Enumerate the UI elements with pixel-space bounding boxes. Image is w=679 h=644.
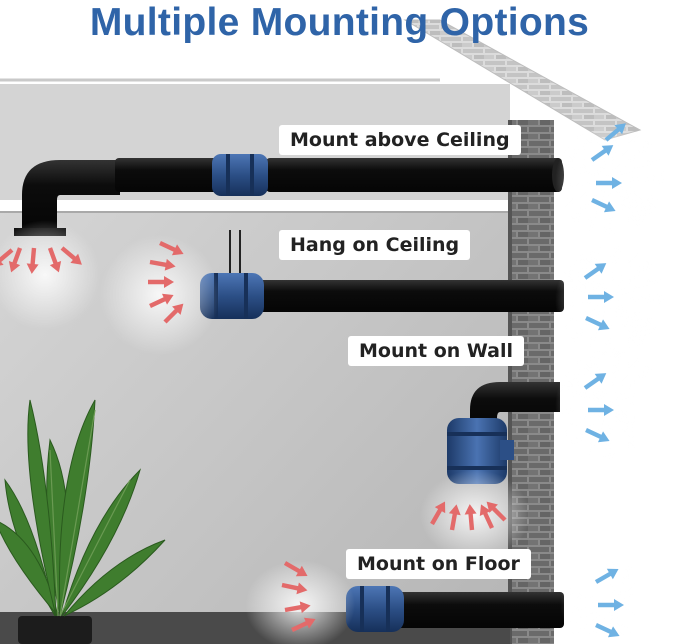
label-mount-on-floor: Mount on Floor	[346, 549, 531, 579]
fan-above-ceiling	[212, 154, 268, 196]
label-hang-on-ceiling: Hang on Ceiling	[279, 230, 471, 260]
fan-on-wall	[447, 418, 514, 484]
air-mist	[0, 125, 670, 644]
duct-hang-ceiling	[229, 230, 564, 312]
fan-on-floor	[346, 586, 404, 632]
label-mount-above-ceiling: Mount above Ceiling	[279, 125, 521, 155]
page-title: Multiple Mounting Options	[89, 1, 590, 44]
ceiling-slab	[0, 200, 510, 212]
roof-bricks	[403, 19, 642, 141]
label-mount-on-wall: Mount on Wall	[348, 336, 525, 366]
potted-plant	[0, 399, 166, 644]
duct-on-floor	[396, 592, 564, 628]
